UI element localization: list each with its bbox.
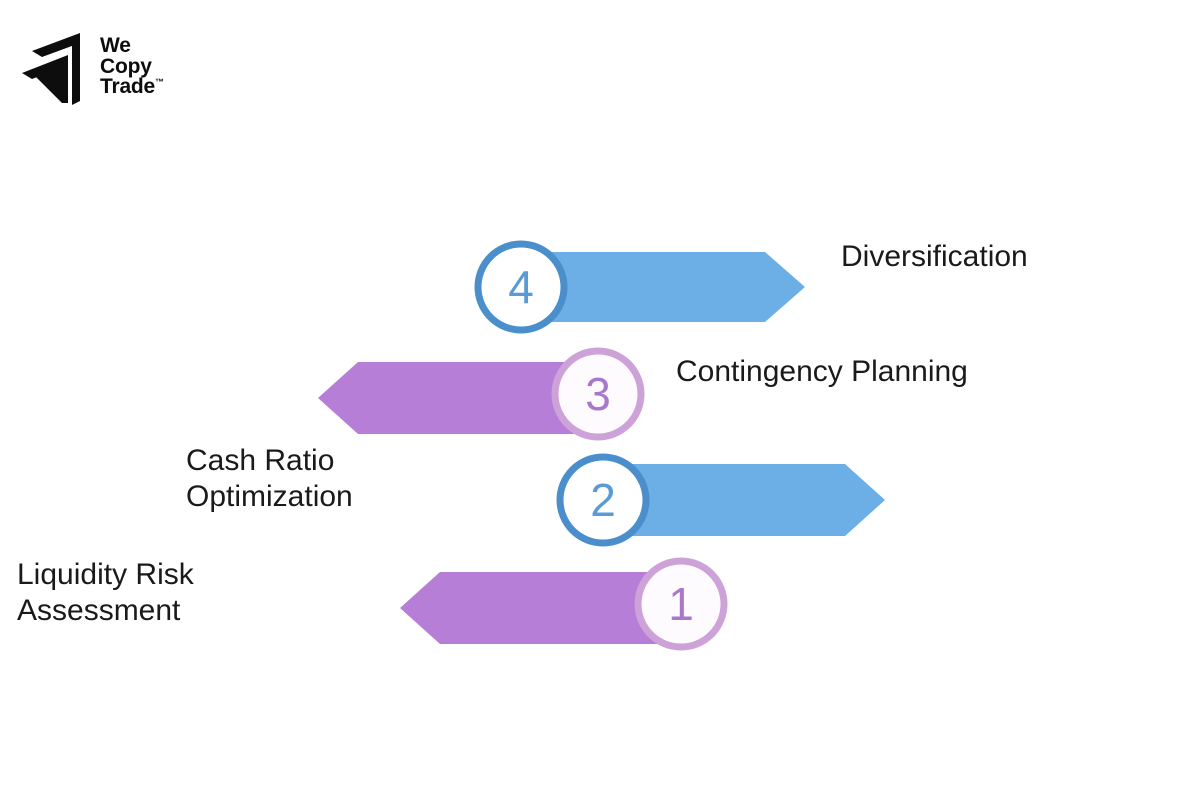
step-4-label: Diversification [841,240,1028,273]
step-3-group[interactable]: 3 [318,347,645,441]
wecopytrade-arrow-logo-icon [22,33,80,105]
step-4-arrow-right-icon [528,252,805,322]
step-1-group[interactable]: 1 [400,557,728,651]
step-3-number: 3 [585,368,611,420]
brand-wordmark: We Copy Trade™ [100,33,164,99]
step-4-number: 4 [508,261,534,313]
step-2-label: Cash Ratio Optimization [186,444,353,513]
step-2-number: 2 [590,474,616,526]
step-3-arrow-left-icon [318,362,607,434]
step-1-label: Liquidity Risk Assessment [17,558,194,627]
step-2-group[interactable]: 2 [556,453,885,547]
trademark-symbol: ™ [155,77,164,88]
step-4-group[interactable]: 4 [474,240,805,334]
brand-logo: We Copy Trade™ [18,22,248,112]
step-3-number-circle[interactable] [551,347,645,441]
step-3-label: Contingency Planning [676,355,968,388]
step-4-number-circle[interactable] [474,240,568,334]
brand-line-3: Trade™ [100,75,164,99]
step-2-number-circle[interactable] [556,453,650,547]
step-1-number-circle[interactable] [634,557,728,651]
brand-line-3-text: Trade [100,75,156,99]
step-1-number: 1 [668,578,694,630]
brand-line-1: We [100,33,131,57]
step-1-arrow-left-icon [400,572,690,644]
brand-line-2: Copy [100,54,152,78]
step-2-arrow-right-icon [610,464,885,536]
